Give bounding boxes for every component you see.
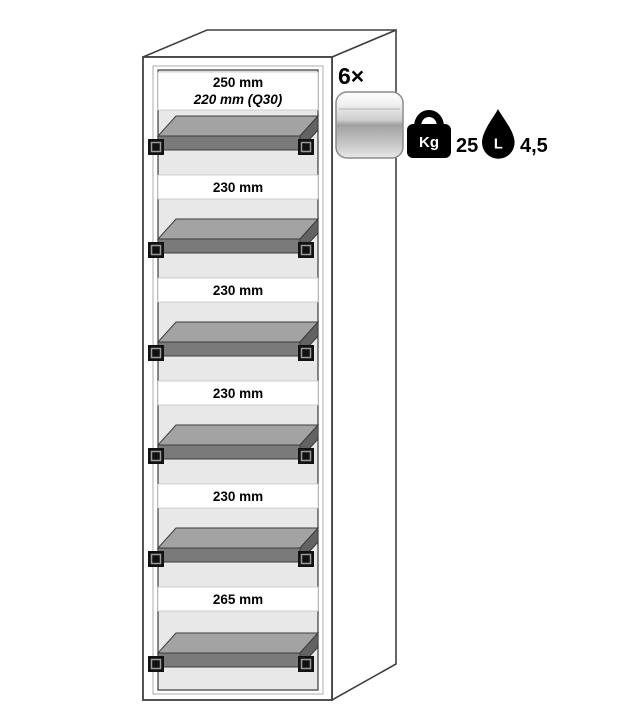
compartment-alt-height-label: 220 mm (Q30) bbox=[193, 92, 283, 107]
compartment-height-label: 250 mm bbox=[213, 75, 263, 90]
pull-out-tray bbox=[147, 424, 319, 465]
compartment-height-label: 230 mm bbox=[213, 489, 263, 504]
pull-out-tray bbox=[147, 218, 319, 259]
compartment-1: 250 mm 220 mm (Q30) bbox=[147, 71, 319, 156]
drawer-count-label: 6× bbox=[338, 63, 364, 89]
compartment-5: 230 mm bbox=[147, 483, 319, 568]
compartment-label-band bbox=[157, 174, 319, 200]
compartment-4: 230 mm bbox=[147, 380, 319, 465]
compartment-height-label: 230 mm bbox=[213, 283, 263, 298]
compartment-label-band bbox=[157, 586, 319, 612]
compartment-label-band bbox=[157, 71, 319, 111]
pull-out-tray bbox=[147, 527, 319, 568]
compartment-label-band bbox=[157, 277, 319, 303]
compartment-height-label: 230 mm bbox=[213, 386, 263, 401]
compartment-label-band bbox=[157, 380, 319, 406]
pull-out-tray bbox=[147, 321, 319, 362]
pull-out-tray bbox=[147, 115, 319, 156]
drop-icon bbox=[482, 109, 515, 159]
load-spec: Kg 25 bbox=[407, 110, 478, 158]
door-frame-line bbox=[152, 65, 324, 695]
volume-value: 4,5 bbox=[520, 135, 548, 157]
compartment-height-label: 265 mm bbox=[213, 592, 263, 607]
volume-unit-label: L bbox=[494, 137, 503, 153]
weight-icon bbox=[407, 124, 451, 158]
weight-unit-label: Kg bbox=[419, 134, 439, 151]
metal-drawer-icon bbox=[335, 91, 404, 159]
weight-icon-handle bbox=[414, 110, 444, 128]
pull-out-tray bbox=[147, 632, 319, 673]
volume-spec: L 4,5 bbox=[482, 109, 548, 159]
compartment-6: 265 mm bbox=[147, 586, 319, 673]
compartment-label-band bbox=[157, 483, 319, 509]
load-value: 25 bbox=[456, 135, 478, 157]
compartment-2: 230 mm bbox=[147, 174, 319, 259]
legend: 6× Kg 25 L 4,5 bbox=[335, 63, 548, 159]
compartment-height-label: 230 mm bbox=[213, 180, 263, 195]
compartment-3: 230 mm bbox=[147, 277, 319, 362]
